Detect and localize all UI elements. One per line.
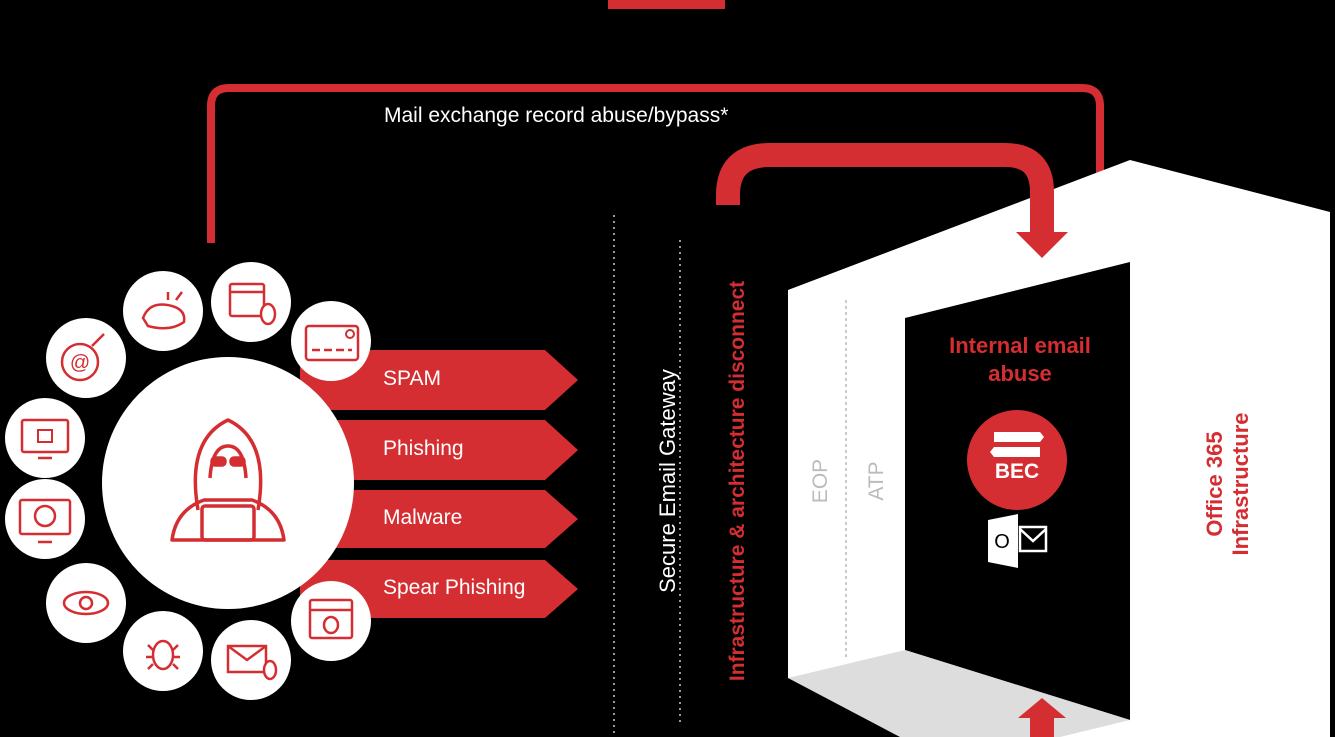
hacker-circle [102, 357, 354, 609]
browser-spider-icon [291, 581, 371, 661]
office365-label: Office 365 Infrastructure [1202, 412, 1253, 556]
infra-disconnect-label: Infrastructure & architecture disconnect [726, 280, 749, 682]
threat-bar-spear-phishing [300, 560, 578, 618]
bec-label: BEC [994, 460, 1040, 483]
threat-bar-malware [300, 490, 578, 548]
atp-label: ATP [865, 461, 888, 501]
eye-surveillance-icon [46, 563, 126, 643]
eop-label: EOP [809, 458, 832, 504]
top-tab [608, 0, 725, 9]
svg-text:O: O [994, 531, 1010, 553]
mx-abuse-label: Mail exchange record abuse/bypass* [384, 104, 729, 127]
threat-bars [300, 350, 578, 618]
svg-text:@: @ [70, 352, 90, 374]
threat-label-malware: Malware [383, 506, 463, 529]
monitor-ransomware-icon [5, 398, 85, 478]
hacker-icon [170, 418, 286, 542]
mx-bypass-line [207, 84, 1104, 243]
card-bug-icon [291, 301, 371, 381]
monitor-lock-icon [5, 479, 85, 559]
whale-phishing-icon [123, 271, 203, 351]
internal-abuse-label: Internal email abuse [949, 333, 1091, 386]
bec-arrows-icon [990, 432, 1044, 457]
secure-gateway-label: Secure Email Gateway [655, 369, 680, 593]
threat-bar-spam [300, 350, 578, 410]
email-bomb-icon: @ [46, 318, 126, 398]
satellite-icons: @ [5, 262, 371, 700]
threat-label-spear-phishing: Spear Phishing [383, 576, 526, 599]
bug-icon [123, 611, 203, 691]
infrastructure-arrowhead [1016, 232, 1068, 258]
browser-bug-icon [211, 262, 291, 342]
email-bug-icon [211, 620, 291, 700]
infrastructure-arrow [716, 143, 1054, 240]
threat-label-spam: SPAM [383, 367, 441, 390]
up-arrow [1018, 698, 1066, 737]
threat-bar-phishing [300, 420, 578, 480]
threat-label-phishing: Phishing [383, 437, 464, 460]
outlook-icon: O [988, 514, 1048, 568]
